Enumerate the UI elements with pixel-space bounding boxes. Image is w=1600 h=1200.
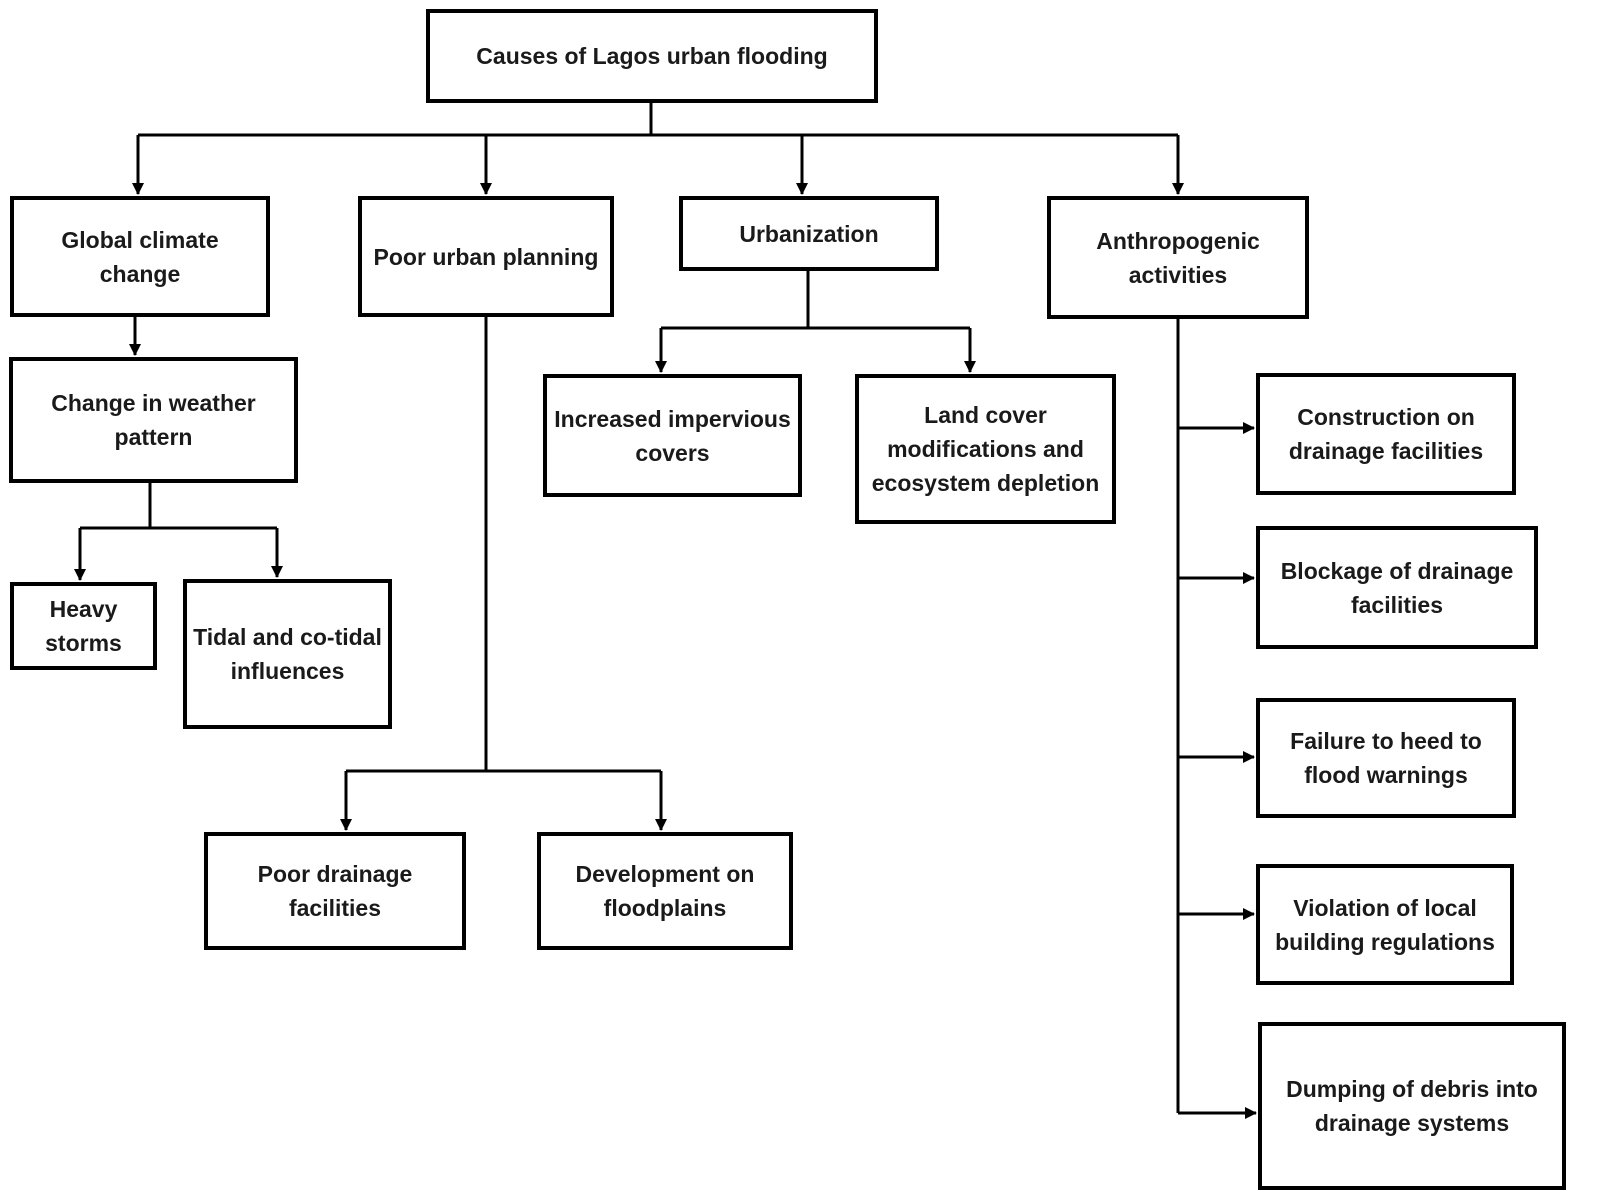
node-urbanization: Urbanization: [679, 196, 939, 271]
node-poor-drainage-facilities: Poor drainage facilities: [204, 832, 466, 950]
node-land-cover-modifications: Land cover modifications and ecosystem d…: [855, 374, 1116, 524]
node-tidal-influences: Tidal and co-tidal influences: [183, 579, 392, 729]
node-label: Construction on drainage facilities: [1288, 404, 1484, 464]
node-poor-urban-planning: Poor urban planning: [358, 196, 614, 317]
node-label: Development on floodplains: [575, 861, 755, 921]
node-label: Heavy storms: [45, 596, 122, 656]
node-label: Failure to heed to flood warnings: [1290, 728, 1482, 788]
node-label: Dumping of debris into drainage systems: [1286, 1076, 1538, 1136]
node-label: Poor drainage facilities: [257, 861, 413, 921]
node-label: Change in weather pattern: [51, 390, 256, 450]
node-violation-of-regulations: Violation of local building regulations: [1256, 864, 1514, 985]
root-node: Causes of Lagos urban flooding: [426, 9, 878, 103]
node-label: Poor urban planning: [373, 243, 599, 270]
node-global-climate-change: Global climate change: [10, 196, 270, 317]
node-label: Global climate change: [61, 226, 219, 287]
node-label: Violation of local building regulations: [1275, 894, 1495, 955]
node-dumping-of-debris: Dumping of debris into drainage systems: [1258, 1022, 1566, 1190]
node-label: Blockage of drainage facilities: [1280, 557, 1514, 618]
node-anthropogenic-activities: Anthropogenic activities: [1047, 196, 1309, 319]
node-label: Tidal and co-tidal influences: [193, 624, 382, 684]
root-label: Causes of Lagos urban flooding: [476, 43, 828, 69]
node-construction-on-drainage: Construction on drainage facilities: [1256, 373, 1516, 495]
node-development-on-floodplains: Development on floodplains: [537, 832, 793, 950]
node-heavy-storms: Heavy storms: [10, 582, 157, 670]
node-label: Land cover modifications and ecosystem d…: [871, 402, 1100, 496]
node-increased-impervious-covers: Increased impervious covers: [543, 374, 802, 497]
node-failure-to-heed-warnings: Failure to heed to flood warnings: [1256, 698, 1516, 818]
node-label: Urbanization: [739, 220, 879, 247]
node-label: Anthropogenic activities: [1096, 227, 1260, 288]
node-label: Increased impervious covers: [554, 405, 791, 466]
node-change-in-weather-pattern: Change in weather pattern: [9, 357, 298, 483]
node-blockage-of-drainage: Blockage of drainage facilities: [1256, 526, 1538, 649]
